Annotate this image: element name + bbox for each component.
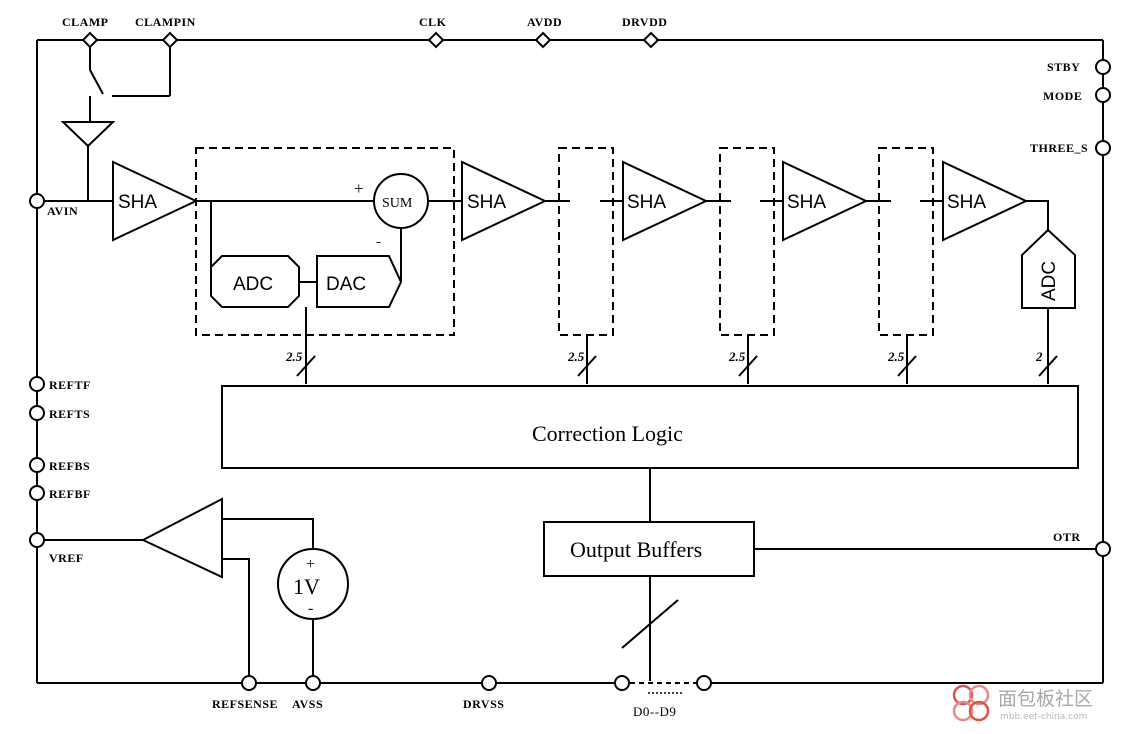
right-pin-labels: STBY MODE THREE_S OTR [1030, 60, 1088, 544]
sha-3-label: SHA [627, 192, 666, 213]
bus-width-3: 2.5 [728, 349, 746, 364]
pin-label-refsense: REFSENSE [212, 697, 278, 711]
bottom-pin-markers [241, 675, 712, 691]
ref-plus-label: + [306, 556, 315, 573]
left-pin-markers [29, 193, 45, 548]
pin-label-clampin: CLAMPIN [135, 15, 196, 29]
pin-label-mode: MODE [1043, 89, 1082, 103]
right-pin-markers [1095, 59, 1111, 557]
output-buffers-label: Output Buffers [570, 537, 702, 562]
pin-label-otr: OTR [1053, 530, 1081, 544]
bus-width-labels: 2.5 2.5 2.5 2.5 2 [285, 349, 1043, 364]
left-pin-labels: AVIN REFTF REFTS REFBS REFBF VREF [47, 204, 91, 565]
adc-1-label: ADC [233, 274, 273, 295]
pin-label-avdd: AVDD [527, 15, 562, 29]
bus-slash-marks [296, 355, 1058, 377]
dac-shape [316, 255, 403, 308]
bus-width-1: 2.5 [285, 349, 303, 364]
sha-1-triangle [112, 160, 199, 242]
watermark-text: 面包板社区 [998, 688, 1093, 710]
sum-minus-label: - [376, 234, 381, 250]
top-pin-markers [81, 31, 660, 49]
pin-label-drvss: DRVSS [463, 697, 504, 711]
correction-logic-label: Correction Logic [532, 421, 683, 446]
pin-label-refts: REFTS [49, 407, 90, 421]
pin-label-refbs: REFBS [49, 459, 90, 473]
sha-1-label: SHA [118, 192, 157, 213]
sum-plus-label: + [354, 179, 364, 198]
sha-4-label: SHA [787, 192, 826, 213]
pin-label-avin: AVIN [47, 204, 78, 218]
pin-label-clk: CLK [419, 15, 447, 29]
stage-1-box [195, 147, 455, 336]
sha-4-triangle [782, 160, 869, 242]
pin-label-vref: VREF [49, 551, 84, 565]
pin-label-drvdd: DRVDD [622, 15, 667, 29]
bus-width-5: 2 [1035, 349, 1043, 364]
sha-5-label: SHA [947, 192, 986, 213]
ref-source-label: 1V [293, 574, 320, 599]
ref-minus-label: - [308, 600, 313, 617]
pin-label-clamp: CLAMP [62, 15, 109, 29]
pin-label-avss: AVSS [292, 697, 323, 711]
stage-4-box [878, 147, 934, 336]
pin-label-stby: STBY [1047, 60, 1080, 74]
pin-label-reftf: REFTF [49, 378, 91, 392]
stage-3-box [719, 147, 775, 336]
adc-1-shape [210, 255, 300, 308]
watermark-logo-icon [952, 684, 990, 722]
bus-width-2: 2.5 [567, 349, 585, 364]
bottom-pin-labels: REFSENSE AVSS DRVSS D0--D9 [212, 697, 676, 719]
block-labels: SHA SHA SHA SHA SHA ADC DAC SUM + - ADC … [118, 179, 1060, 617]
top-pin-labels: CLAMP CLAMPIN CLK AVDD DRVDD [62, 15, 667, 29]
sha-3-triangle [622, 160, 709, 242]
clamp-switch [60, 47, 171, 201]
sum-label: SUM [382, 196, 413, 211]
pin-label-refbf: REFBF [49, 487, 91, 501]
data-bus-slash [621, 599, 679, 649]
watermark: 面包板社区 mbb.eet-china.com [952, 684, 1093, 722]
bus-width-4: 2.5 [887, 349, 905, 364]
sha-5-triangle [942, 160, 1029, 242]
dac-label: DAC [326, 274, 366, 295]
pin-label-d0-d9: D0--D9 [633, 704, 676, 719]
pin-label-three-s: THREE_S [1030, 141, 1088, 155]
adc-final-label: ADC [1039, 261, 1060, 301]
sha-2-triangle [461, 160, 548, 242]
watermark-url: mbb.eet-china.com [1000, 712, 1087, 722]
stage-2-box [558, 147, 614, 336]
sha-2-label: SHA [467, 192, 506, 213]
vref-buffer-triangle [140, 497, 223, 579]
